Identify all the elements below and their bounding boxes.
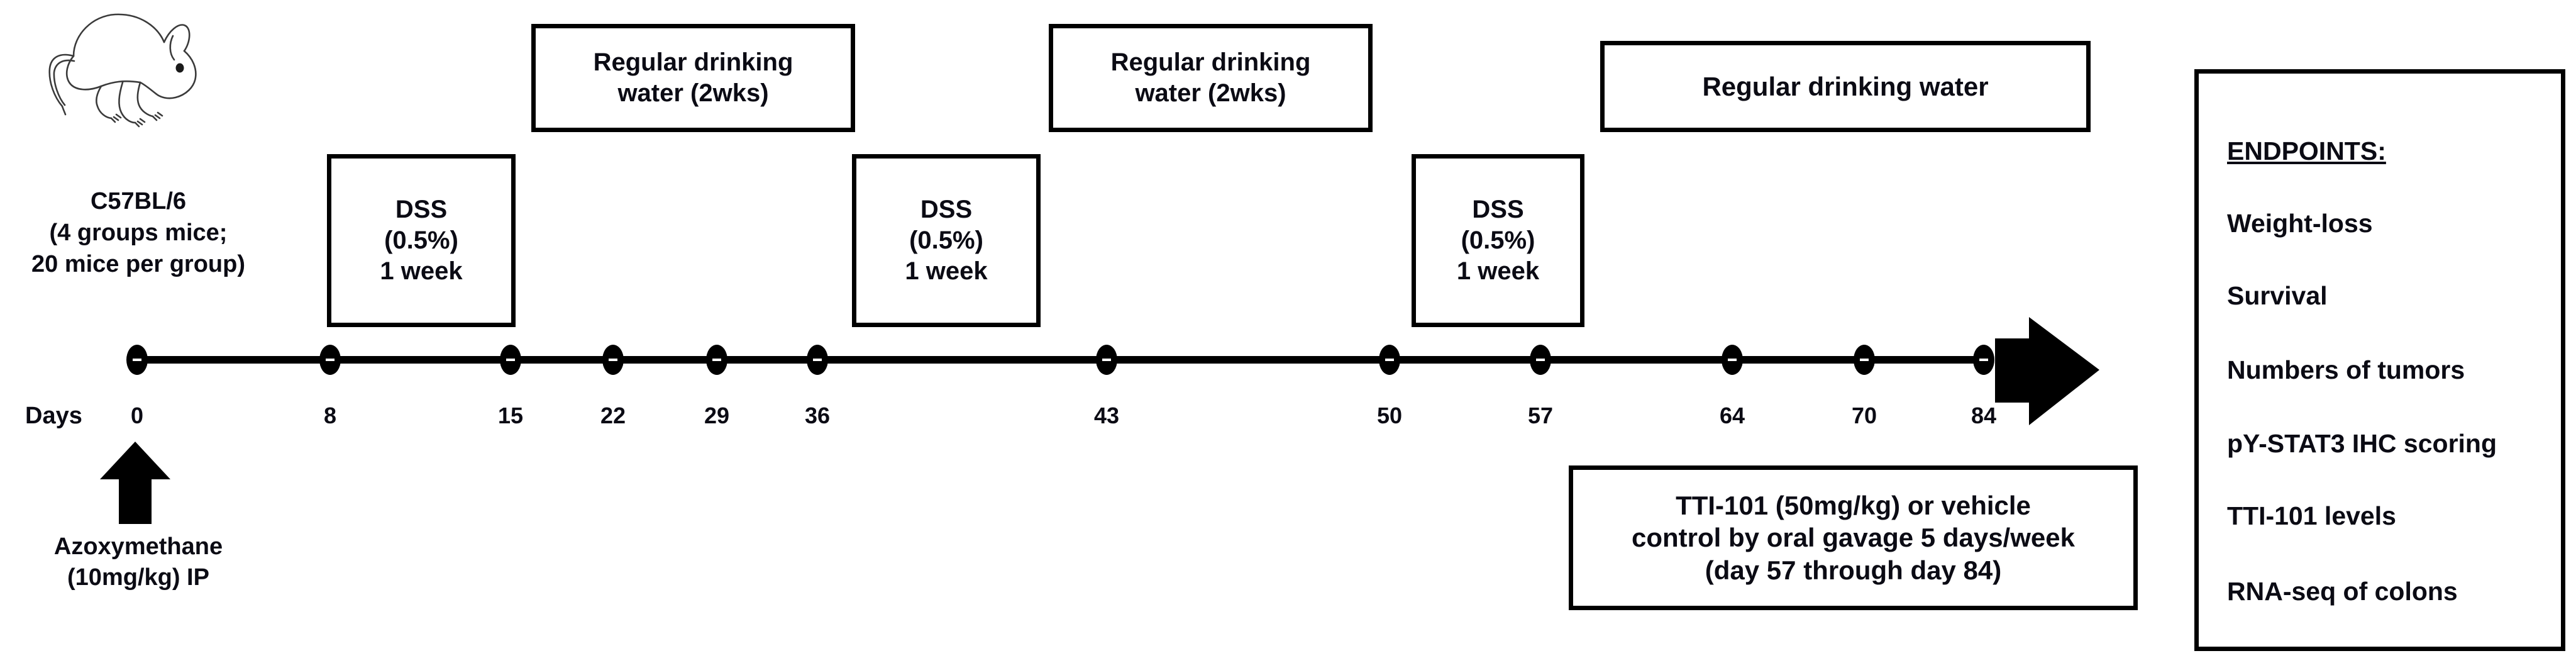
dss-box-3-text: DSS (0.5%) 1 week (1456, 196, 1540, 285)
azoxymethane-label: Azoxymethane (10mg/kg) IP (53, 533, 223, 591)
timeline-day-label-50: 50 (1376, 403, 1403, 428)
timeline-day-label-84: 84 (1971, 403, 1997, 428)
timeline-day-label-22: 22 (600, 403, 626, 428)
mouse-strain-label: C57BL/6 (4 groups mice; 20 mice per grou… (31, 188, 245, 278)
timeline-tick-dot (602, 345, 624, 375)
regular-water-box-3: Regular drinking water (1600, 41, 2091, 132)
regular-water-box-2: Regular drinking water (2wks) (1049, 24, 1373, 132)
endpoint-item: RNA-seq of colons (2227, 577, 2458, 606)
timeline-day-label-15: 15 (497, 403, 524, 428)
timeline-tick-dot (807, 345, 828, 375)
dss-box-1: DSS (0.5%) 1 week (327, 154, 516, 327)
mouse-icon (35, 3, 242, 173)
dss-box-1-text: DSS (0.5%) 1 week (380, 196, 463, 285)
endpoint-item: TTI-101 levels (2227, 501, 2396, 530)
tti-dosing-box: TTI-101 (50mg/kg) or vehicle control by … (1569, 465, 2138, 610)
dss-box-2: DSS (0.5%) 1 week (852, 154, 1041, 327)
endpoint-item: Numbers of tumors (2227, 355, 2465, 384)
timeline-day-label-57: 57 (1527, 403, 1554, 428)
timeline-tick-dot (1722, 345, 1743, 375)
timeline-day-label-36: 36 (804, 403, 831, 428)
right-block-arrow-icon (1990, 315, 2103, 428)
endpoint-item: pY-STAT3 IHC scoring (2227, 429, 2497, 458)
timeline-tick-dot (500, 345, 521, 375)
timeline-day-label-43: 43 (1093, 403, 1120, 428)
timeline-tick-dot (706, 345, 727, 375)
timeline-tick-dot (1854, 345, 1875, 375)
timeline-tick-dot (1530, 345, 1551, 375)
dss-box-3: DSS (0.5%) 1 week (1412, 154, 1584, 327)
dss-box-2-text: DSS (0.5%) 1 week (905, 196, 988, 285)
tti-dosing-box-text: TTI-101 (50mg/kg) or vehicle control by … (1632, 491, 2075, 585)
regular-water-box-2-text: Regular drinking water (2wks) (1110, 48, 1311, 107)
endpoint-item: Weight-loss (2227, 209, 2373, 238)
timeline-tick-dot (319, 345, 341, 375)
regular-water-box-3-text: Regular drinking water (1702, 71, 1989, 101)
timeline-tick-dot (1379, 345, 1400, 375)
timeline-tick-dot (1096, 345, 1117, 375)
timeline-day-label-8: 8 (323, 403, 337, 428)
regular-water-box-1: Regular drinking water (2wks) (531, 24, 855, 132)
days-axis-caption: Days (25, 403, 82, 429)
endpoint-item: Survival (2227, 281, 2328, 310)
timeline-day-label-0: 0 (130, 403, 144, 428)
timeline-tick-dot (1973, 345, 1994, 375)
timeline-day-label-70: 70 (1851, 403, 1877, 428)
endpoints-title: ENDPOINTS: (2227, 136, 2386, 165)
regular-water-box-1-text: Regular drinking water (2wks) (593, 48, 793, 107)
timeline-axis (135, 356, 1989, 364)
timeline-day-label-29: 29 (704, 403, 730, 428)
timeline-day-label-64: 64 (1719, 403, 1745, 428)
timeline-tick-dot (126, 345, 148, 375)
up-arrow-icon (97, 440, 173, 525)
